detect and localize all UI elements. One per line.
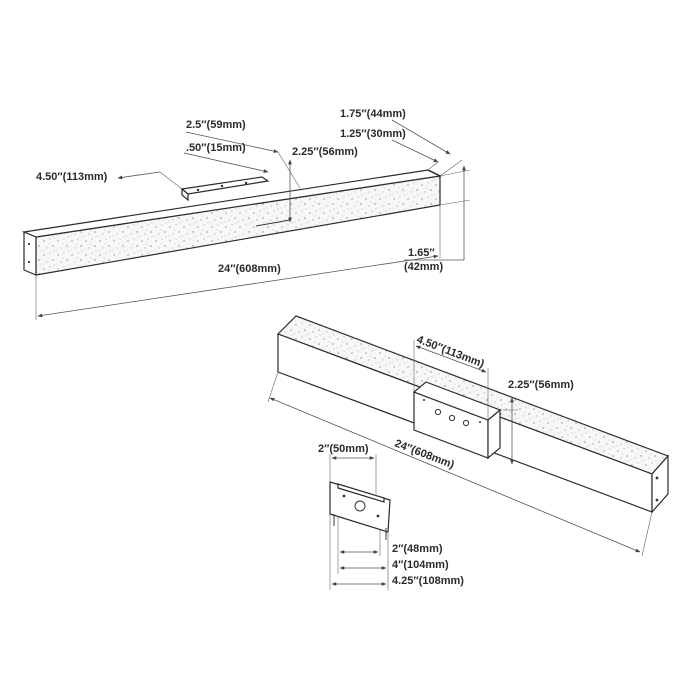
top-view-labels: 4.50″(113mm) 2.5″(59mm) .50″(15mm) 2.25″… — [36, 108, 443, 275]
bar-end-cap — [23, 231, 37, 276]
label-plate-width: 2.5″(59mm) — [186, 119, 246, 131]
label-mount-length: 4.50″(113mm) — [36, 171, 108, 183]
wall-plate-side — [181, 187, 189, 202]
bracket-labels: 2″(50mm) 2″(48mm) 4″(104mm) 4.25″(108mm) — [318, 443, 464, 587]
label-height-metric: (42mm) — [404, 261, 443, 273]
label-bracket-hole: 2″(48mm) — [392, 543, 443, 555]
label-bracket-width: 4″(104mm) — [392, 559, 449, 571]
label-depth-total: 1.75″(44mm) — [340, 108, 406, 120]
fixture-top-view — [21, 169, 442, 276]
label-height-imperial: 1.65″ — [408, 247, 435, 259]
label-plate-center: 2.25″(56mm) — [508, 379, 574, 391]
bracket-flange — [337, 483, 385, 503]
wall-plate — [180, 176, 270, 195]
mounting-bracket — [329, 481, 391, 540]
bar-back-end-cap — [651, 454, 669, 514]
label-bracket-total: 4.25″(108mm) — [392, 575, 464, 587]
back-view-dimensions — [267, 340, 653, 557]
bracket-dimensions — [329, 454, 389, 590]
label-plate-depth: .50″(15mm) — [186, 142, 246, 154]
label-bracket-top: 2″(50mm) — [318, 443, 369, 455]
top-view-dimensions — [35, 119, 471, 320]
label-depth-inner: 1.25″(30mm) — [340, 128, 406, 140]
label-length: 24″(608mm) — [218, 263, 281, 275]
label-center: 2.25″(56mm) — [292, 146, 358, 158]
